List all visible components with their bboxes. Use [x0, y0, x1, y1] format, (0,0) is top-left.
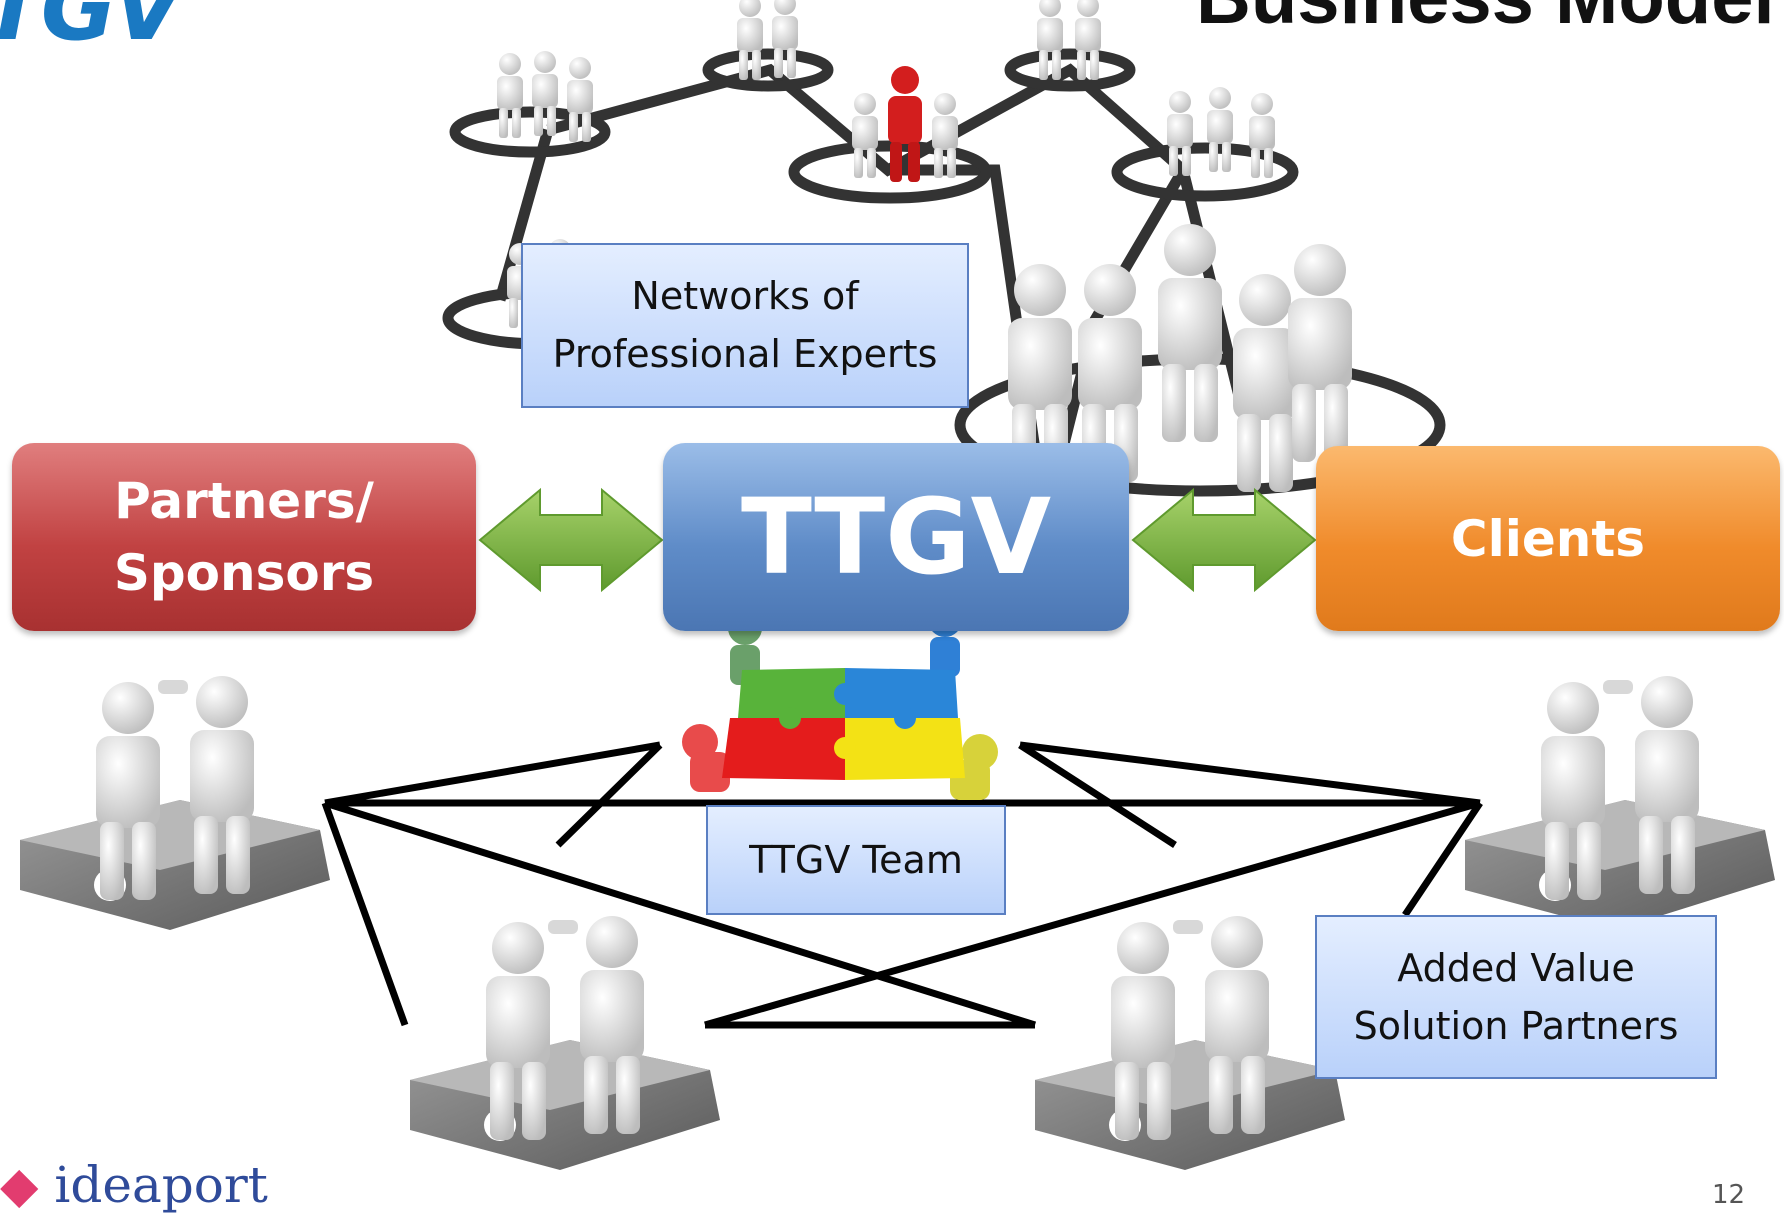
- partners-sponsors-box: Partners/ Sponsors: [12, 443, 476, 631]
- clients-box: Clients: [1316, 446, 1780, 631]
- networks-callout: Networks of Professional Experts: [521, 243, 969, 408]
- page-number: 12: [1712, 1180, 1746, 1210]
- slide-title: Business Model: [1196, 0, 1775, 36]
- ideaport-logo-text: ideaport: [54, 1156, 268, 1214]
- solution-line1: Added Value: [1397, 946, 1635, 990]
- double-arrow-icon: [1131, 487, 1317, 593]
- handshake-puzzle-icon: [1465, 676, 1775, 930]
- solution-partners-callout: Added Value Solution Partners: [1315, 915, 1717, 1079]
- connection-lines: [321, 741, 1483, 1029]
- ttgv-logo: TGV: [0, 0, 183, 61]
- handshake-puzzle-icon: [410, 916, 720, 1170]
- partners-line1: Partners/: [114, 472, 374, 530]
- ttgv-team-callout: TTGV Team: [706, 805, 1006, 915]
- handshake-puzzle-icon: [20, 676, 330, 930]
- team-puzzle-icon: [682, 603, 998, 800]
- partners-line2: Sponsors: [113, 544, 375, 602]
- handshake-puzzle-icon: [1035, 916, 1345, 1170]
- solution-line2: Solution Partners: [1353, 1004, 1679, 1048]
- team-label: TTGV Team: [749, 838, 963, 882]
- ideaport-mark-icon: ◆: [0, 1156, 39, 1214]
- networks-line2: Professional Experts: [552, 332, 938, 376]
- ttgv-box: TTGV: [663, 443, 1129, 631]
- ttgv-label: TTGV: [740, 476, 1052, 598]
- double-arrow-icon: [478, 487, 664, 593]
- clients-label: Clients: [1450, 509, 1646, 568]
- networks-line1: Networks of: [631, 274, 859, 318]
- leader-figure-icon: [888, 66, 922, 182]
- ideaport-logo: ◆ ideaport: [0, 1160, 268, 1210]
